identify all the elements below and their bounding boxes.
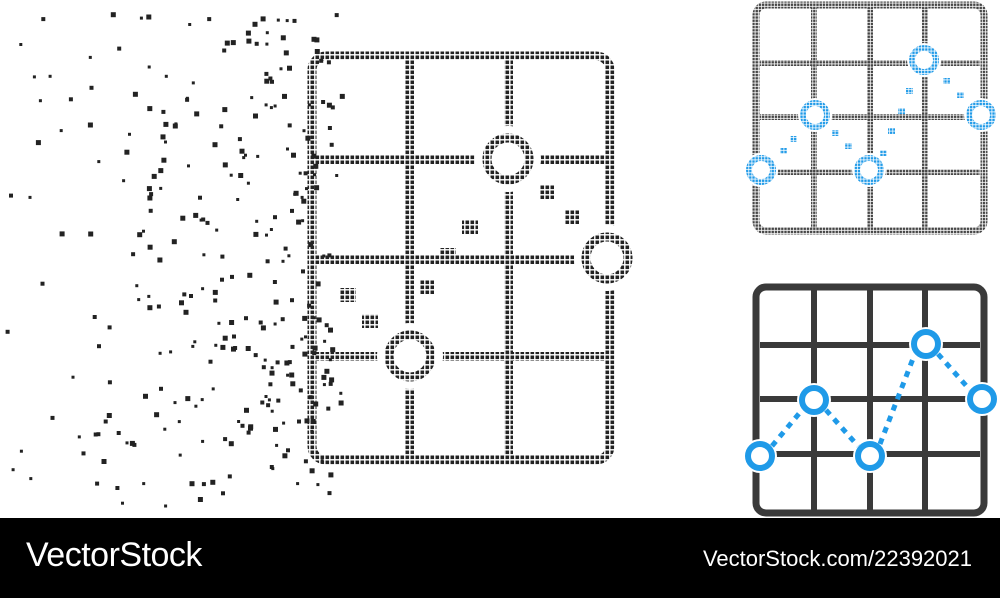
brand-logo: VectorStock [26, 536, 202, 574]
halftone-chart-grid-icon-colored [744, 1, 998, 235]
image-url: VectorStock.com/22392021 [702, 546, 972, 571]
flat-chart-grid-icon [743, 283, 999, 517]
footer-bar: VectorStock VectorStock.com/22392021 [0, 518, 1000, 598]
scatter-particles [5, 12, 345, 508]
halftone-chart-grid-icon [307, 51, 640, 465]
artwork [5, 1, 999, 517]
